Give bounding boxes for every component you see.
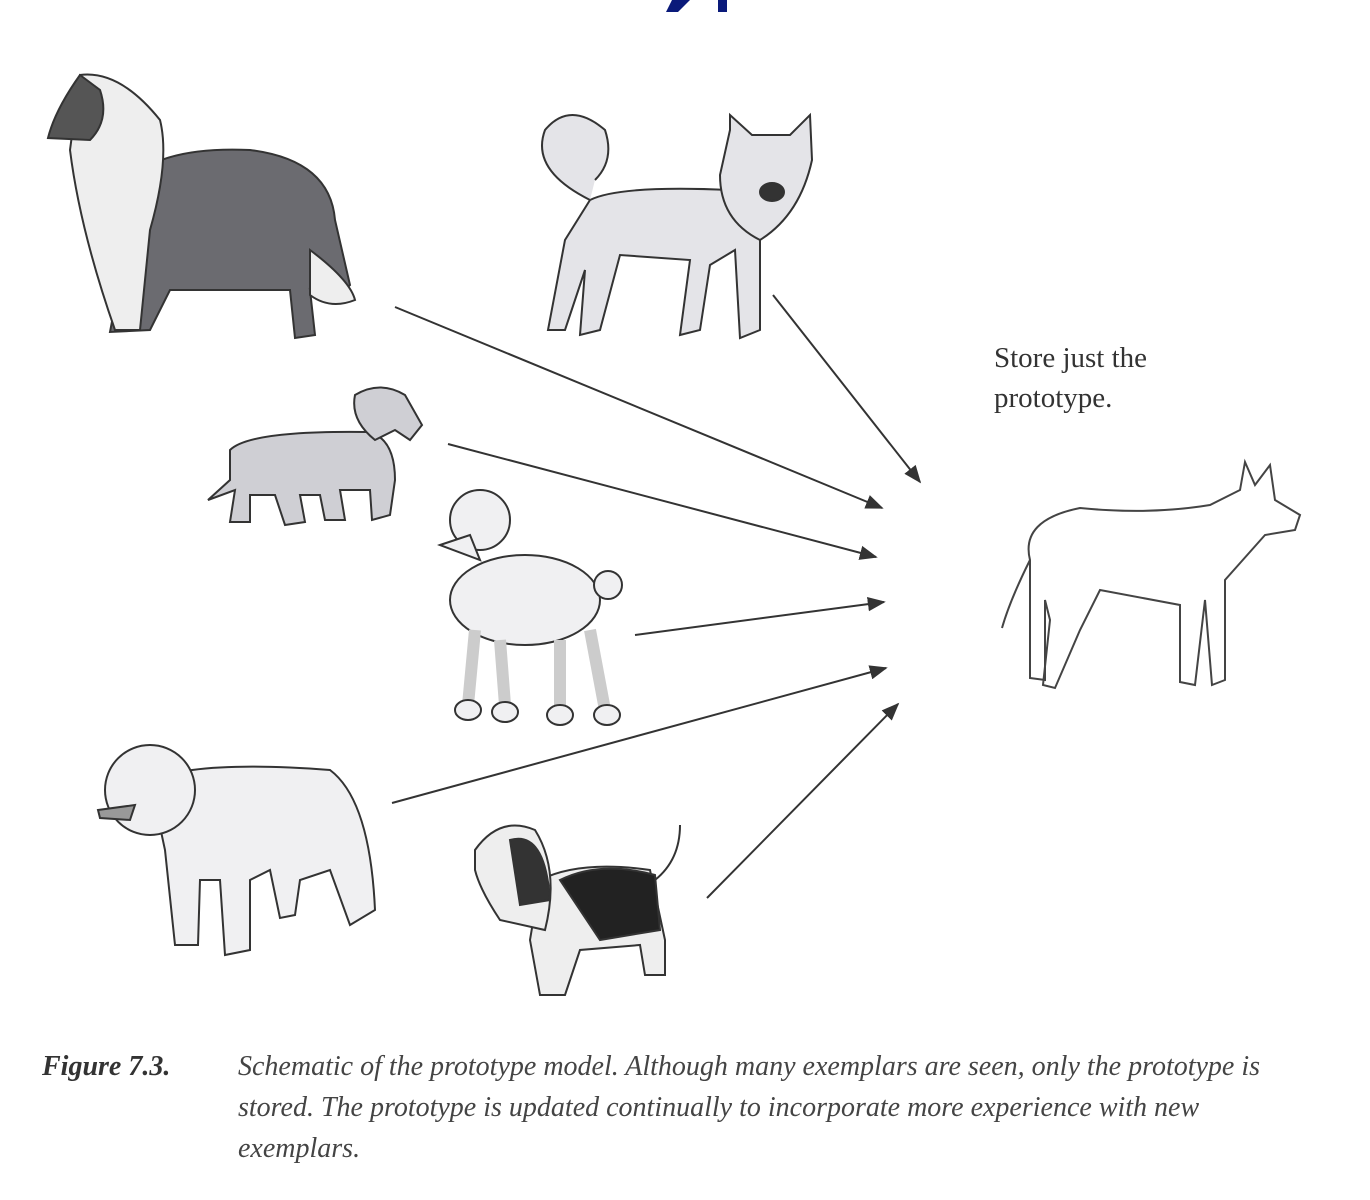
arrow xyxy=(447,443,878,560)
arrow xyxy=(706,702,900,899)
store-prototype-annotation: Store just the prototype. xyxy=(994,338,1214,418)
poodle-icon xyxy=(437,489,623,726)
figure-caption: Figure 7.3. Schematic of the prototype m… xyxy=(42,1046,1332,1169)
caption-label: Figure 7.3. xyxy=(42,1051,171,1082)
prototype-dog-outline-icon xyxy=(1001,458,1302,690)
caption-text: Schematic of the prototype model. Althou… xyxy=(238,1051,1261,1164)
exemplar-arrows xyxy=(391,294,922,899)
basset-hound-icon xyxy=(474,824,681,996)
husky-icon xyxy=(541,112,814,340)
arrow xyxy=(634,596,886,636)
dachshund-icon xyxy=(207,386,424,527)
annotation-text: Store just the prototype. xyxy=(994,342,1148,414)
header-fragment xyxy=(666,0,727,12)
collie-icon xyxy=(46,73,357,340)
arrow xyxy=(772,294,922,484)
arrow xyxy=(394,306,884,509)
arrow xyxy=(391,665,888,804)
bulldog-icon xyxy=(96,744,377,957)
